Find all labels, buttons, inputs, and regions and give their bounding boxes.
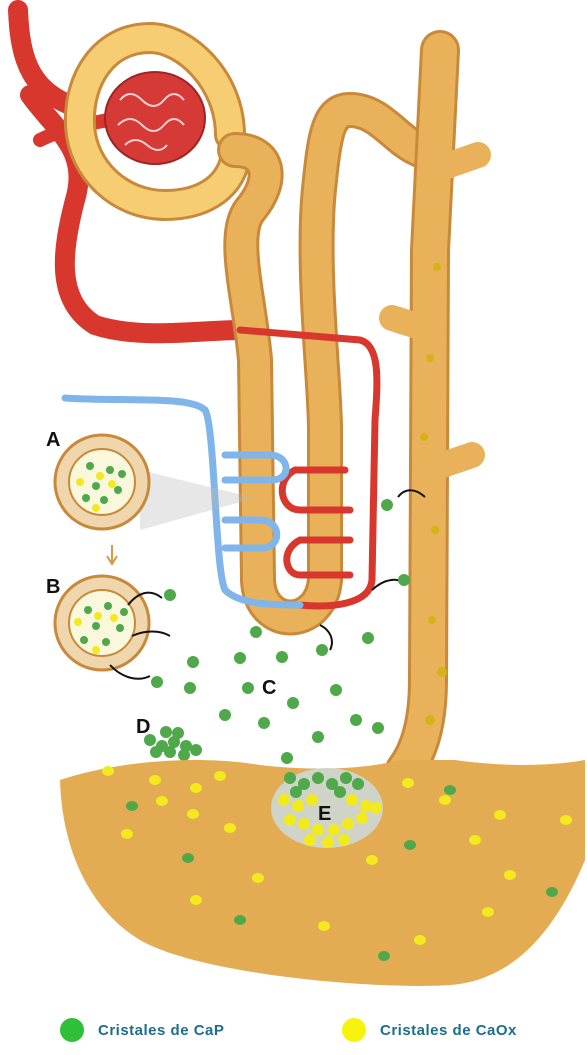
legend-item-cap: Cristales de CaP — [60, 1018, 224, 1042]
label-b: B — [46, 576, 60, 598]
label-a: A — [46, 429, 60, 451]
yellow-dot-icon — [342, 1018, 366, 1042]
legend-label-caox: Cristales de CaOx — [380, 1022, 517, 1039]
green-dot-icon — [60, 1018, 84, 1042]
cross-section-a — [55, 435, 149, 529]
label-e: E — [318, 803, 331, 825]
legend-item-caox: Cristales de CaOx — [342, 1018, 517, 1042]
label-c: C — [262, 677, 276, 699]
legend-label-cap: Cristales de CaP — [98, 1022, 224, 1039]
nephron-diagram: A B C D — [0, 0, 587, 1000]
crystal-cluster-d — [144, 726, 202, 761]
cross-section-b — [55, 576, 170, 679]
label-d: D — [136, 716, 150, 738]
legend: Cristales de CaP Cristales de CaOx — [0, 1000, 587, 1055]
